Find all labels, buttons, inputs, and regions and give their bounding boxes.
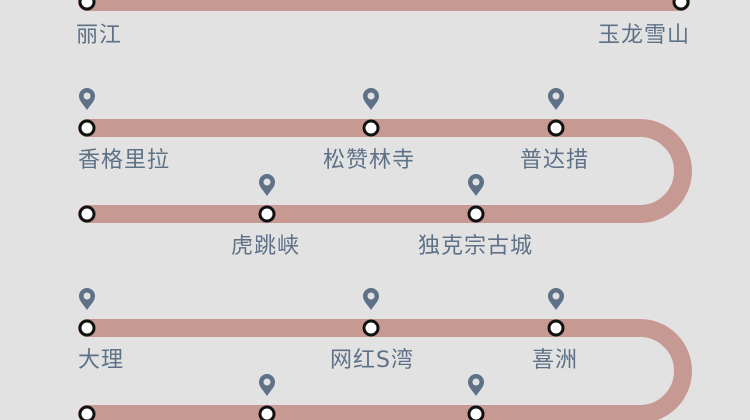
stop-yulong: [672, 0, 690, 11]
map-pin-icon: [468, 374, 484, 396]
stop-lijiang: [78, 0, 96, 11]
stop-wanghong: [362, 319, 380, 337]
stop-hutiaoxia: [258, 205, 276, 223]
map-pin-icon: [548, 88, 564, 110]
map-pin-icon: [259, 174, 275, 196]
stop-dali: [78, 319, 96, 337]
stop-label-wanghong: 网红S湾: [330, 348, 414, 373]
stop-label-songzanlin: 松赞林寺: [323, 148, 416, 173]
map-pin-icon: [79, 288, 95, 310]
stop-unlabeled-3: [258, 405, 276, 420]
stop-label-hutiaoxia: 虎跳峡: [231, 234, 301, 259]
stop-songzanlin: [362, 119, 380, 137]
map-pin-icon: [468, 174, 484, 196]
stop-unlabeled-1: [78, 205, 96, 223]
stop-unlabeled-4: [467, 405, 485, 420]
stop-shangrila: [78, 119, 96, 137]
stop-label-pudacuo: 普达措: [520, 148, 590, 173]
stop-label-xizhou: 喜洲: [532, 348, 579, 373]
track-row-3: [78, 319, 692, 420]
map-pin-icon: [548, 288, 564, 310]
stop-label-dali: 大理: [78, 348, 125, 373]
stop-label-shangrila: 香格里拉: [78, 148, 171, 173]
map-pin-icon: [79, 88, 95, 110]
stop-dukezong: [467, 205, 485, 223]
track-row-2: [78, 119, 692, 223]
map-pin-icon: [363, 88, 379, 110]
stop-pudacuo: [547, 119, 565, 137]
map-pin-icon: [363, 288, 379, 310]
stop-label-lijiang: 丽江: [76, 23, 123, 48]
map-pin-icon: [259, 374, 275, 396]
stop-xizhou: [547, 319, 565, 337]
stop-label-dukezong: 独克宗古城: [418, 234, 534, 259]
stop-unlabeled-2: [78, 405, 96, 420]
stop-label-yulong: 玉龙雪山: [598, 23, 691, 48]
